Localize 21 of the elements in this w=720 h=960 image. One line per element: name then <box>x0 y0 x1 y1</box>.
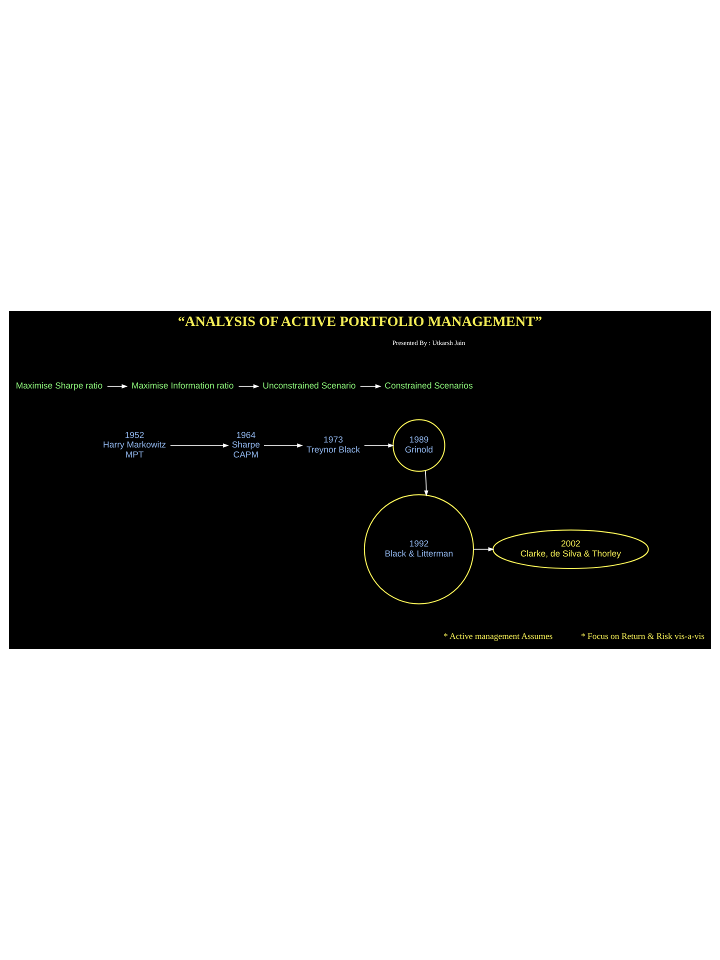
node-ellipse: 2002 Clarke, de Silva & Thorley <box>492 530 649 570</box>
node-text: Maximise Sharpe ratio <box>16 380 103 390</box>
node-circle: 1992 Black & Litterman <box>364 494 474 604</box>
node-text: 1973 Treynor Black <box>306 434 360 454</box>
diagram-title: “ANALYSIS OF ACTIVE PORTFOLIO MANAGEMENT” <box>178 314 542 330</box>
node-text: 1964 Sharpe CAPM <box>232 430 260 460</box>
arrow <box>107 384 128 388</box>
node-text: Unconstrained Scenario <box>262 380 356 390</box>
arrow <box>424 470 428 496</box>
arrow <box>364 443 394 448</box>
arrow <box>238 384 260 388</box>
node-circle: 1989 Grinold <box>392 419 446 472</box>
arrow <box>170 443 230 448</box>
node-text: Maximise Information ratio <box>131 380 234 390</box>
node-text: 1952 Harry Markowitz MPT <box>103 430 166 460</box>
arrow <box>264 443 304 448</box>
arrow <box>360 384 382 388</box>
label: * Active management Assumes <box>444 631 553 642</box>
label: * Focus on Return & Risk vis-a-vis <box>581 631 705 642</box>
node-text: Constrained Scenarios <box>384 380 473 390</box>
arrow <box>473 547 494 552</box>
